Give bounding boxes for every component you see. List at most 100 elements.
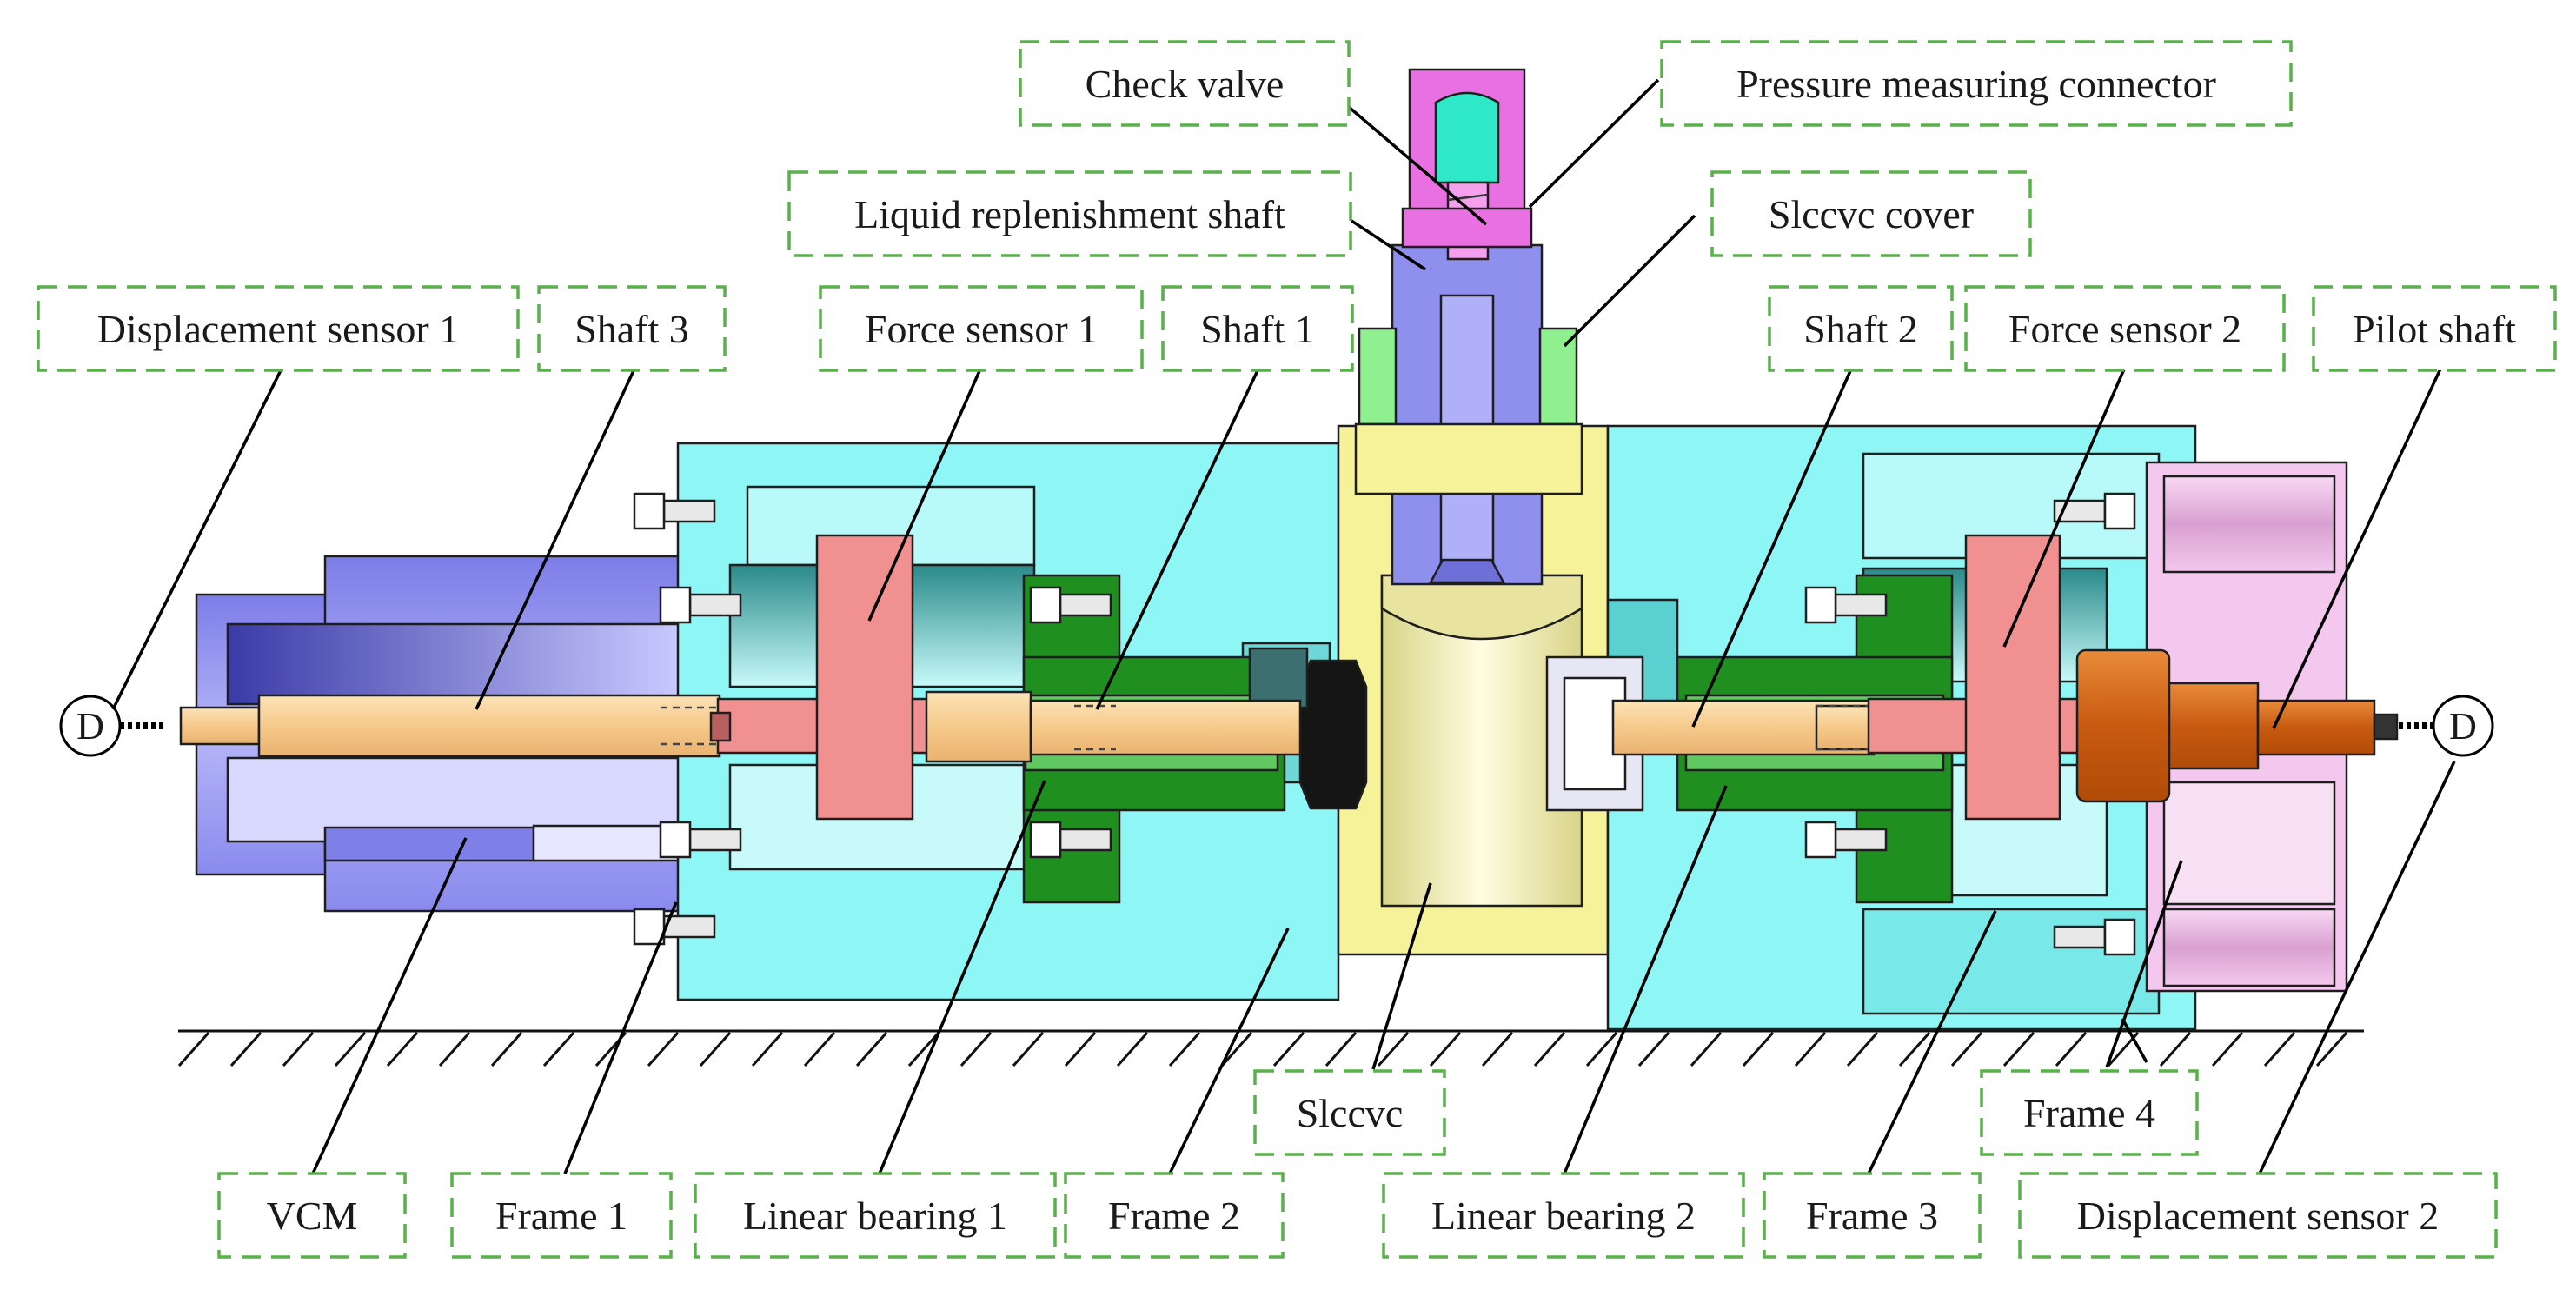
bolt [1804,821,1888,859]
label-pressure-measuring-connector: Pressure measuring connector [1660,40,2293,127]
svg-text:Pressure measuring connector: Pressure measuring connector [1736,62,2216,106]
label-sleeve: Slccvc [1253,1069,1446,1156]
ground-hatch-tick [1846,1031,1879,1067]
ground-hatch-tick [2159,1031,2192,1067]
svg-text:Slccvc: Slccvc [1297,1091,1404,1135]
svg-text:VCM: VCM [267,1194,358,1238]
ground-hatch-tick [803,1031,836,1067]
label-displacement-sensor-1: Displacement sensor 1 [37,285,520,372]
svg-text:Frame 4: Frame 4 [2023,1091,2155,1135]
label-frame-1: Frame 1 [450,1172,673,1259]
shaft-3 [179,694,721,758]
label-force-sensor-2: Force sensor 2 [1964,285,2286,372]
coupling-left [1248,647,1368,810]
ground-hatch-tick [1377,1031,1410,1067]
ground-hatch-tick [1898,1031,1931,1067]
ground-hatch-tick [1950,1031,1983,1067]
ground-hatch-tick [699,1031,732,1067]
bolt [2053,918,2136,956]
svg-text:Force sensor 2: Force sensor 2 [2008,307,2241,351]
ground-hatch-tick [1272,1031,1305,1067]
ground-hatch-tick [1429,1031,1462,1067]
svg-text:Shaft 1: Shaft 1 [1200,307,1315,351]
ground-hatch-tick [751,1031,784,1067]
ground-hatch-tick [647,1031,680,1067]
ground-hatch-tick [2263,1031,2296,1067]
svg-text:Frame 1: Frame 1 [495,1194,627,1238]
label-frame-3: Frame 3 [1763,1172,1982,1259]
svg-text:Frame 3: Frame 3 [1806,1194,1938,1238]
ground-hatch-tick [1325,1031,1358,1067]
svg-text:Displacement sensor 2: Displacement sensor 2 [2077,1194,2439,1238]
ground-hatch-tick [334,1031,367,1067]
ground-hatch-tick [438,1031,471,1067]
ground-hatch-tick [1637,1031,1670,1067]
sleeve-cover [1354,327,1583,495]
ground-hatch-tick [1742,1031,1775,1067]
bolt [1029,586,1112,624]
displacement-sensor-1-symbol: D [59,695,165,757]
svg-text:Pilot shaft: Pilot shaft [2353,307,2516,351]
ground-hatch-tick [1481,1031,1514,1067]
liquid-replenishment-shaft [1391,243,1544,586]
bolt [633,908,716,946]
label-vcm: VCM [217,1172,407,1259]
ground-hatch-tick [2055,1031,2088,1067]
pressure-measuring-connector [1401,207,1533,249]
svg-text:Shaft 3: Shaft 3 [574,307,689,351]
ground-hatch-tick [2315,1031,2348,1067]
bolt [2053,492,2136,530]
shaft-1 [925,690,1302,763]
ground-hatch-tick [1794,1031,1827,1067]
label-sleeve-cover: Slccvc cover [1710,170,2032,257]
ground-hatch-tick [490,1031,523,1067]
leader-lines [111,78,2456,1174]
bolt-group [633,492,2136,956]
ground-line [177,1029,2364,1067]
ground-hatch-tick [1533,1031,1566,1067]
svg-text:Linear bearing 2: Linear bearing 2 [1431,1194,1696,1238]
ground-hatch-tick [2211,1031,2244,1067]
bolt [633,492,716,530]
displacement-sensor-2-symbol: D [2399,695,2494,757]
bolt [659,821,742,859]
label-linear-bearing-1: Linear bearing 1 [694,1172,1057,1259]
svg-text:Slccvc cover: Slccvc cover [1769,192,1974,236]
label-frame-4: Frame 4 [1980,1069,2199,1156]
ground-hatch-tick [1064,1031,1097,1067]
svg-text:Force sensor 1: Force sensor 1 [865,307,1098,351]
svg-text:Displacement sensor 1: Displacement sensor 1 [97,307,459,351]
ground-hatch-tick [1116,1031,1149,1067]
ground-hatch-tick [855,1031,888,1067]
bolt [1029,821,1112,859]
label-displacement-sensor-2: Displacement sensor 2 [2018,1172,2498,1259]
label-liquid-replenishment-shaft: Liquid replenishment shaft [787,170,1352,257]
label-check-valve: Check valve [1019,40,1351,127]
ground-hatch-tick [907,1031,940,1067]
svg-text:Liquid replenishment shaft: Liquid replenishment shaft [854,192,1285,236]
ground-hatch-tick [282,1031,315,1067]
sensor-symbol-left: D [76,705,104,748]
label-shaft-3: Shaft 3 [537,285,727,372]
ground-hatch-tick [1168,1031,1201,1067]
ground-hatch-tick [2002,1031,2035,1067]
ground-hatch-tick [1012,1031,1045,1067]
label-pilot-shaft: Pilot shaft [2312,285,2557,372]
ground-hatch-tick [1585,1031,1618,1067]
bolt [1804,586,1888,624]
pilot-shaft [2075,648,2399,803]
label-force-sensor-1: Force sensor 1 [819,285,1144,372]
label-frame-2: Frame 2 [1064,1172,1285,1259]
label-linear-bearing-2: Linear bearing 2 [1382,1172,1745,1259]
ground-hatch-tick [1690,1031,1723,1067]
sensor-symbol-right: D [2449,705,2477,748]
ground-hatch-tick [1220,1031,1253,1067]
ground-hatch-tick [229,1031,262,1067]
ground-hatch-tick [177,1031,210,1067]
svg-text:Check valve: Check valve [1086,62,1285,106]
label-shaft-2: Shaft 2 [1768,285,1954,372]
bolt [659,586,742,624]
svg-text:Frame 2: Frame 2 [1108,1194,1240,1238]
ground-hatch-tick [386,1031,419,1067]
